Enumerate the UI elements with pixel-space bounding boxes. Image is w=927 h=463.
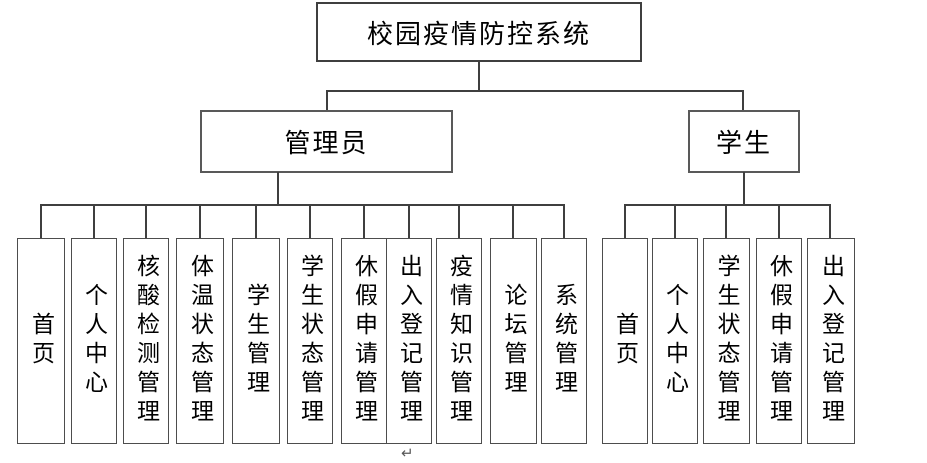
connector-drop-admin — [326, 90, 328, 111]
connector-admin-stub-7 — [363, 204, 365, 239]
connector-student-rail — [624, 204, 831, 206]
leaf-node-admin-system-mgmt: 系统管理 — [541, 238, 587, 444]
paragraph-return-mark: ↵ — [401, 445, 414, 462]
connector-admin-stem — [277, 172, 279, 206]
leaf-node-student-entry-exit-register: 出入登记管理 — [807, 238, 855, 444]
leaf-node-admin-personal-center: 个人中心 — [71, 238, 117, 444]
connector-admin-stub-5 — [255, 204, 257, 239]
leaf-label: 核酸检测管理 — [133, 254, 160, 428]
connector-admin-stub-1 — [40, 204, 42, 239]
leaf-node-admin-entry-exit-register: 出入登记管理 — [386, 238, 432, 444]
root-node-system: 校园疫情防控系统 — [316, 2, 642, 62]
leaf-node-student-personal-center: 个人中心 — [652, 238, 698, 444]
connector-admin-rail — [40, 204, 565, 206]
leaf-node-admin-temperature-status: 体温状态管理 — [176, 238, 224, 444]
leaf-label: 系统管理 — [551, 283, 578, 399]
branch-node-student: 学生 — [688, 110, 800, 173]
connector-student-stem — [743, 172, 745, 206]
leaf-label: 学生状态管理 — [297, 254, 324, 428]
connector-admin-stub-8 — [408, 204, 410, 239]
connector-admin-stub-9 — [458, 204, 460, 239]
leaf-label: 疫情知识管理 — [446, 254, 473, 428]
connector-root-stem — [478, 61, 480, 91]
leaf-node-student-student-status: 学生状态管理 — [703, 238, 750, 444]
leaf-label: 个人中心 — [81, 283, 108, 399]
connector-student-stub-5 — [829, 204, 831, 239]
branch-node-student-label: 学生 — [715, 128, 772, 158]
leaf-node-admin-student-status: 学生状态管理 — [287, 238, 333, 444]
root-node-label: 校园疫情防控系统 — [366, 18, 591, 49]
leaf-label: 休假申请管理 — [351, 254, 378, 428]
leaf-node-admin-leave-request: 休假申请管理 — [341, 238, 387, 444]
leaf-node-admin-home: 首页 — [17, 238, 65, 444]
leaf-label: 学生管理 — [243, 283, 270, 399]
leaf-label: 首页 — [28, 312, 55, 370]
connector-admin-stub-4 — [199, 204, 201, 239]
connector-student-stub-4 — [778, 204, 780, 239]
leaf-node-admin-student-mgmt: 学生管理 — [232, 238, 280, 444]
connector-admin-stub-6 — [309, 204, 311, 239]
connector-student-stub-2 — [674, 204, 676, 239]
connector-admin-stub-10 — [512, 204, 514, 239]
connector-admin-stub-11 — [563, 204, 565, 239]
leaf-node-student-leave-request: 休假申请管理 — [756, 238, 802, 444]
connector-student-stub-1 — [624, 204, 626, 239]
leaf-node-admin-epidemic-knowledge: 疫情知识管理 — [436, 238, 482, 444]
branch-node-admin: 管理员 — [200, 110, 453, 173]
leaf-label: 休假申请管理 — [766, 254, 793, 428]
leaf-label: 出入登记管理 — [396, 254, 423, 428]
leaf-label: 体温状态管理 — [187, 254, 214, 428]
leaf-label: 出入登记管理 — [818, 254, 845, 428]
branch-node-admin-label: 管理员 — [284, 128, 369, 158]
connector-student-stub-3 — [725, 204, 727, 239]
leaf-label: 首页 — [612, 312, 639, 370]
leaf-label: 学生状态管理 — [714, 254, 740, 428]
leaf-label: 论坛管理 — [501, 283, 527, 399]
connector-admin-stub-2 — [93, 204, 95, 239]
leaf-label: 个人中心 — [662, 283, 689, 399]
leaf-node-student-home: 首页 — [602, 238, 648, 444]
connector-drop-student — [742, 90, 744, 111]
leaf-node-admin-forum-mgmt: 论坛管理 — [490, 238, 537, 444]
leaf-node-admin-nucleic-acid-test: 核酸检测管理 — [123, 238, 169, 444]
connector-admin-stub-3 — [145, 204, 147, 239]
connector-root-rail — [326, 90, 744, 92]
